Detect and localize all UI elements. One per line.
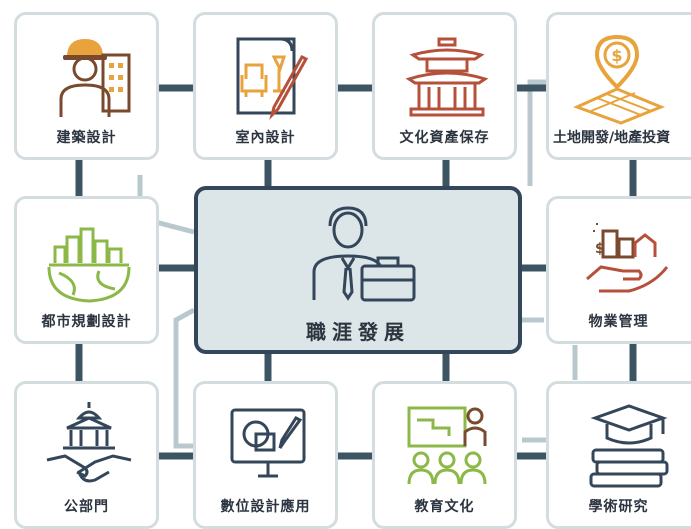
temple-icon [405, 37, 489, 117]
svg-text:$: $ [595, 241, 605, 257]
career-card-property-management[interactable]: $ 物業管理 [546, 196, 691, 344]
career-card-heritage[interactable]: 文化資產保存 [372, 12, 517, 160]
land-investment-icon: $ [573, 34, 665, 125]
career-development-title: 職涯發展 [306, 320, 410, 344]
career-label: 建築設計 [56, 130, 117, 146]
career-label: 都市規劃設計 [41, 314, 132, 330]
career-card-education[interactable]: 教育文化 [372, 381, 517, 529]
career-card-digital-design[interactable]: 數位設計應用 [193, 381, 338, 529]
career-label: 土地開發/地產投資 [553, 130, 671, 146]
career-card-academic-research[interactable]: 學術研究 [546, 381, 691, 529]
businessman-with-briefcase-icon [312, 206, 416, 302]
svg-text:$: $ [611, 46, 622, 65]
career-label: 室內設計 [235, 130, 296, 146]
career-label: 公部門 [64, 499, 109, 515]
digital-design-icon [230, 408, 306, 478]
career-label: 物業管理 [588, 314, 649, 330]
career-development-hub: 職涯發展 [194, 186, 522, 354]
career-label: 教育文化 [414, 499, 475, 515]
education-icon [407, 406, 487, 485]
public-sector-icon [46, 402, 132, 483]
interior-design-icon [236, 37, 309, 120]
city-planning-icon [47, 227, 131, 303]
career-card-public-sector[interactable]: 公部門 [14, 381, 159, 529]
career-card-architecture[interactable]: 建築設計 [14, 12, 159, 160]
academic-research-icon [589, 404, 669, 488]
architect-icon [59, 39, 131, 117]
career-label: 數位設計應用 [220, 499, 311, 515]
property-management-icon: $ [586, 223, 669, 293]
career-card-urban-planning[interactable]: 都市規劃設計 [14, 196, 159, 344]
career-label: 學術研究 [588, 499, 649, 515]
career-label: 文化資產保存 [399, 130, 490, 146]
career-card-land-development[interactable]: $ 土地開發/地產投資 [546, 12, 691, 160]
career-card-interior-design[interactable]: 室內設計 [193, 12, 338, 160]
